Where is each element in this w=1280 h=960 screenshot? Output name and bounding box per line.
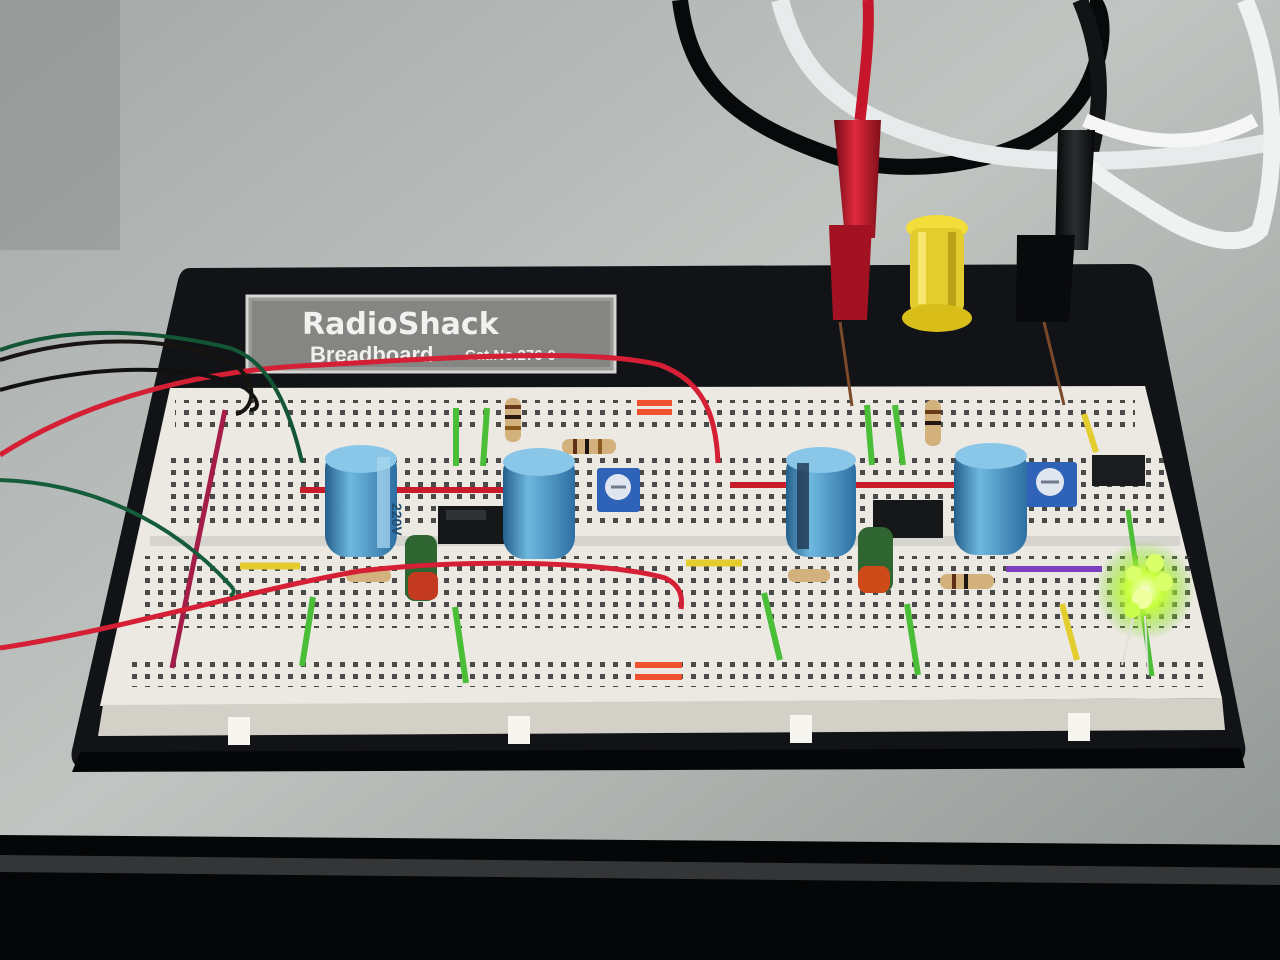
brand-name: RadioShack [302,307,500,342]
white-cable [771,0,1280,250]
black-banana-plug-icon [1016,130,1095,406]
capacitor-marking: 220V [389,503,405,536]
trimmer-potentiometer-icon [597,462,1077,512]
long-wires [0,330,721,651]
led-icon [1095,540,1195,676]
breadboard-studs [228,713,1090,745]
yellow-binding-post-icon [902,215,972,332]
electrolytic-capacitor-icon: 220V [325,443,1027,559]
ic-chip-icon [438,455,1145,544]
resistor-icon [346,398,994,589]
red-banana-plug-icon [829,0,881,407]
film-capacitor-icon [405,527,893,601]
